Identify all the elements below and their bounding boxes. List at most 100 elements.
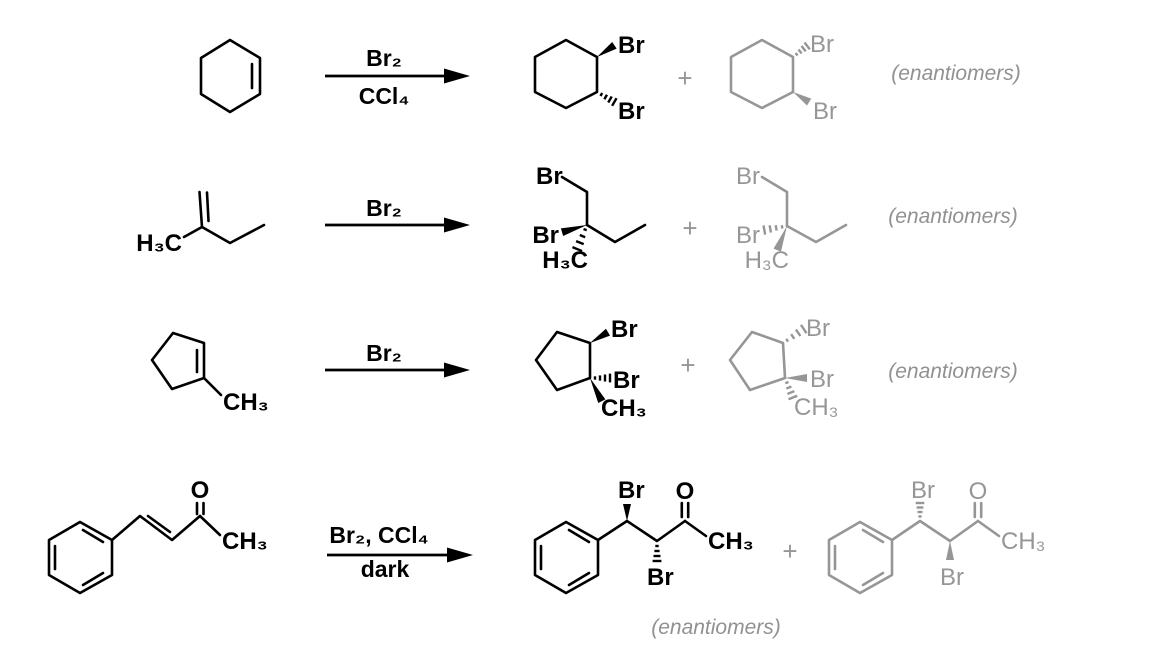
br-label: Br [806,315,830,342]
double-bond [198,190,204,229]
cyclohexene-ring [199,38,262,114]
hash-wedge-br [785,324,808,343]
arrow-head [444,68,470,84]
reactant-1-methylcyclopentene: CH₃ [150,331,269,416]
aromatic-inner-bond [567,528,591,544]
reagent-below-label: CCl₄ [359,83,410,109]
plus-sign: + [682,213,697,243]
bold-wedge-ch3 [590,378,606,403]
arrow-head [444,217,470,233]
product-enantiomer-gray: Br Br H₃C [736,163,848,274]
reactant-2-methyl-1-butene: H₃C [136,190,266,257]
aromatic-inner-bond [81,571,105,587]
reagent-below-label: dark [361,556,410,582]
bond-to-methyl [976,519,1001,538]
br-label: Br [736,163,760,190]
reaction-arrow-1: Br₂ CCl₄ [325,45,470,109]
cyclopentane-ring [534,330,592,392]
reaction-arrow-2: Br₂ [325,195,470,233]
bold-wedge-br [623,504,631,521]
br-label: Br [618,32,645,59]
enantiomers-label: (enantiomers) [651,616,781,639]
ch2br-bond [560,175,589,227]
br-label: Br [940,564,964,591]
br-label: Br [813,98,837,125]
ethyl-chain [200,223,266,245]
ch3-label: CH₃ [223,389,269,416]
hash-wedge-br [599,92,618,107]
br-label: Br [736,222,760,249]
reagent-above-label: Br₂ [366,340,402,366]
br-label: Br [647,564,674,591]
reagent-above-label: Br₂ [366,45,402,71]
br-label: Br [611,316,638,343]
bold-wedge-br [590,328,611,343]
hash-wedge-br [915,501,925,518]
br-label: Br [618,477,645,504]
bond-to-methyl [202,376,223,397]
ch3-label: CH₃ [794,394,838,421]
aromatic-inner-bond [861,528,885,544]
br-label: Br [613,367,640,394]
ethyl-chain [585,223,647,244]
reaction-arrow-4: Br₂, CCl₄ dark [327,522,473,582]
br-label: Br [618,98,645,125]
o-label: O [969,478,988,505]
reagent-above-label: Br₂ [366,195,402,221]
product-enantiomer-gray: Br Br [729,31,837,125]
double-bond-inner [205,191,210,223]
enantiomers-label: (enantiomers) [888,360,1018,383]
product-trans-dibromocyclohexane: Br Br [533,32,645,125]
h3c-label: H₃C [136,230,182,257]
hash-wedge-ch3 [784,380,798,401]
br-label: Br [810,31,834,58]
reaction-row-3: CH₃ Br₂ Br Br CH₃ + Br [150,315,1018,422]
enantiomers-label: (enantiomers) [888,205,1018,228]
alkene-inner-bond [146,514,172,534]
product-dibromo-methylbutane: Br Br H₃C [532,163,647,274]
bold-wedge-ch3 [773,226,787,252]
plus-sign: + [680,350,695,380]
hash-wedge-br [762,224,784,235]
bond-to-methyl [683,519,708,538]
arrow-head [444,362,470,378]
cyclopentane-ring [728,330,787,392]
ch2br-bond [760,175,789,228]
cyclopentene-ring [150,331,206,391]
reaction-row-2: H₃C Br₂ Br Br H₃C + Br [136,163,1018,274]
enone-chain [110,514,202,542]
plus-sign: + [782,536,797,566]
br-label: Br [532,222,559,249]
bond-to-methyl [182,225,204,239]
o-label: O [191,477,210,504]
aromatic-inner-bond [567,571,591,587]
backbone-chain [890,519,980,543]
ch3-label: CH₃ [708,528,754,555]
h3c-label: H₃C [542,247,588,274]
reaction-arrow-3: Br₂ [325,340,470,378]
h3c-label: H₃C [745,247,789,274]
hash-wedge-br [652,544,662,563]
ch3-label: CH₃ [601,395,647,422]
bold-wedge-br [793,92,812,106]
enantiomers-label: (enantiomers) [891,62,1021,85]
reaction-row-1: Br₂ CCl₄ Br Br + Br Br (enantiomers) [199,31,1021,125]
reaction-row-4: O CH₃ Br₂, CCl₄ dark Br Br O [47,477,1045,639]
bold-wedge-br [560,225,587,237]
o-label: O [676,478,695,505]
aromatic-inner-bond [861,571,885,587]
ch3-label: CH₃ [222,528,268,555]
bond-to-methyl [198,514,222,537]
br-label: Br [911,477,935,504]
aromatic-inner-bond [81,528,105,544]
reagent-above-label: Br₂, CCl₄ [329,522,428,548]
cyclohexane-ring [729,38,795,110]
reactant-benzalacetone: O CH₃ [47,477,268,595]
bold-wedge-br [785,374,807,382]
ethyl-chain [785,223,848,244]
product-dibromo-ketone: Br Br O CH₃ [533,477,754,595]
hash-wedge-ch3 [571,227,588,253]
